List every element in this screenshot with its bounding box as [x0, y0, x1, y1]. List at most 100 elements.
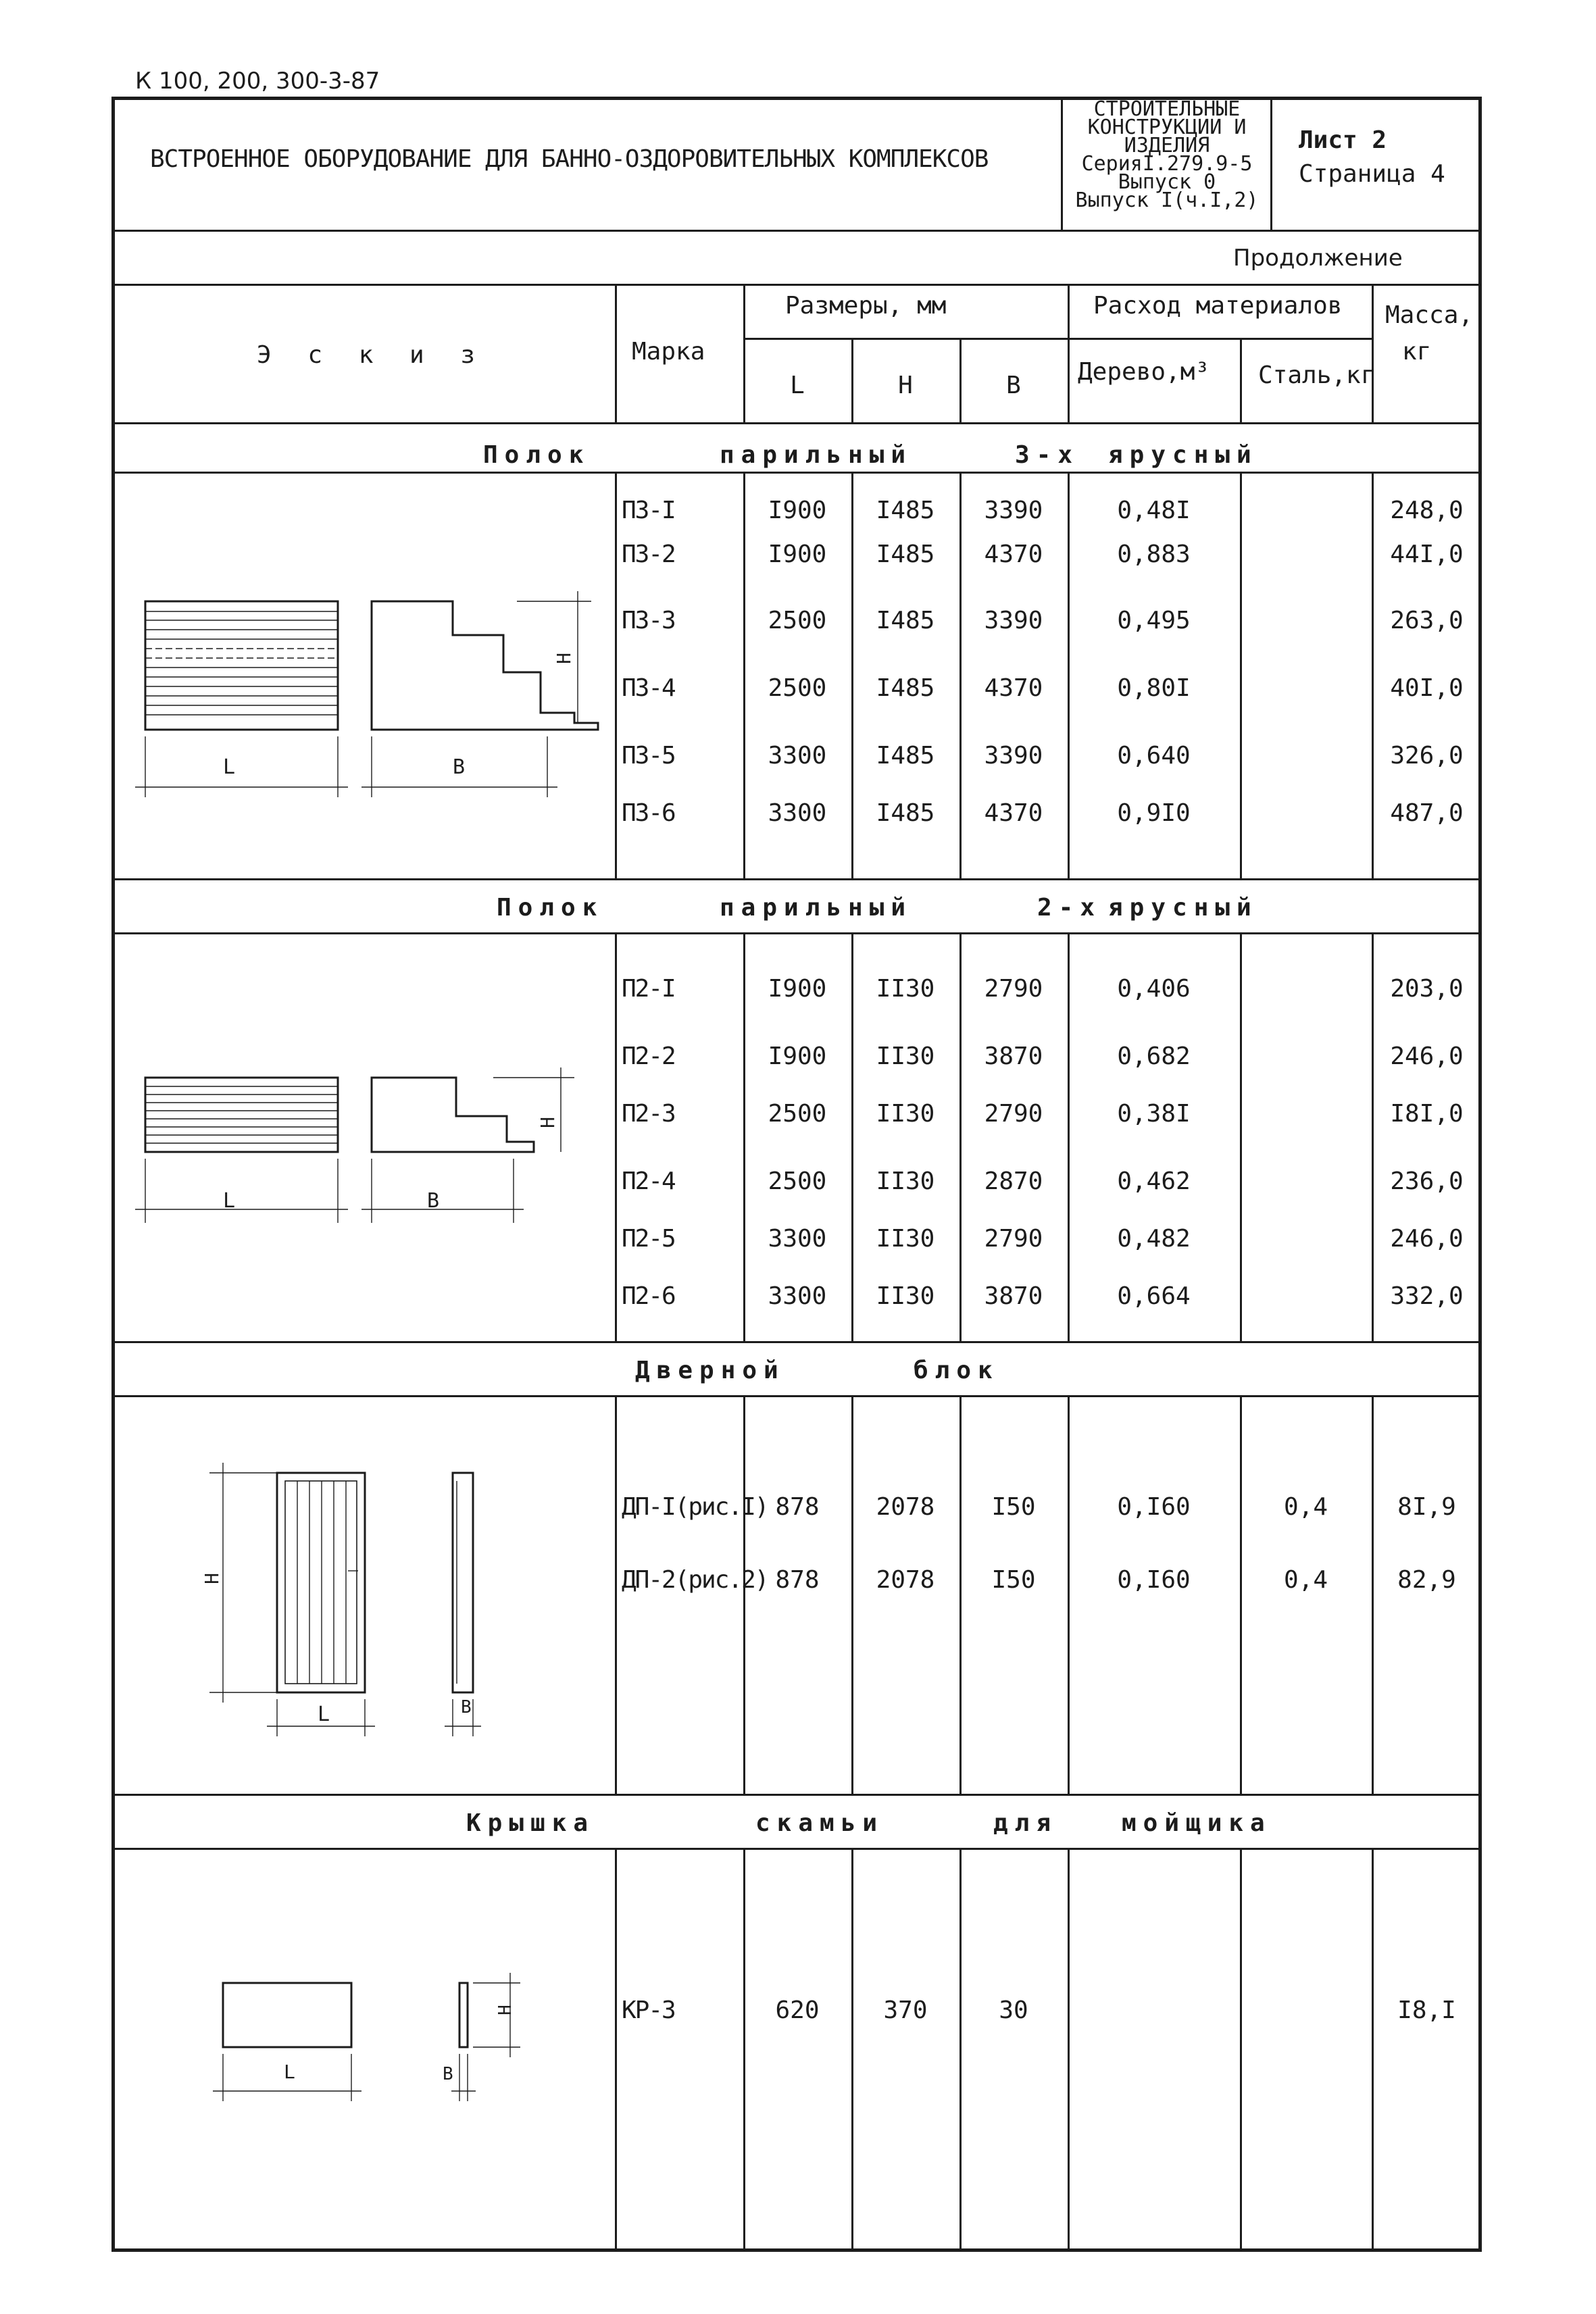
- section-2-row-3-L: 2500: [768, 1100, 827, 1128]
- section-2-row-6-B: 3870: [984, 1282, 1043, 1310]
- section-3-sketch-label-L: L: [318, 1703, 330, 1726]
- section-1-col-line-4: [1068, 472, 1070, 878]
- section-2-row-4-B: 2870: [984, 1167, 1043, 1195]
- section-2-row-6-H: II30: [876, 1282, 935, 1310]
- section-1-sketch: [135, 591, 599, 797]
- section-1-row-6-H: I485: [876, 799, 935, 827]
- section-2-row-4-L: 2500: [768, 1167, 827, 1195]
- section-4-col-line-3: [959, 1848, 962, 2252]
- section-3-top-line: [111, 1341, 1482, 1343]
- section-2-row-3-mark: П2-3: [622, 1100, 676, 1128]
- section-3-col-line-2: [851, 1395, 853, 1794]
- section-2-sketch-label-B: B: [427, 1189, 440, 1213]
- header-L: L: [790, 372, 805, 399]
- header-steel: Сталь,кг: [1258, 361, 1376, 389]
- section-2-row-3-H: II30: [876, 1100, 935, 1128]
- section-2-col-line-0: [615, 932, 617, 1341]
- section-2-row-6-L: 3300: [768, 1282, 827, 1310]
- section-1-title-word-3: 3-х: [1015, 441, 1080, 469]
- section-2-row-1-mass: 203,0: [1390, 975, 1464, 1003]
- section-3-row-1-H: 2078: [876, 1493, 935, 1521]
- section-4-sketch-label-L: L: [284, 2061, 295, 2083]
- section-1-col-line-6: [1372, 472, 1374, 878]
- section-4-row-1-mass: I8,I: [1397, 1996, 1456, 2024]
- section-2-row-2-mass: 246,0: [1390, 1042, 1464, 1070]
- section-2-title-word-1: Полок: [497, 894, 604, 922]
- section-2-sketch: [135, 1067, 574, 1223]
- section-1-row-5-mark: П3-5: [622, 742, 676, 770]
- section-4-top-line: [111, 1794, 1482, 1796]
- section-1-row-6-L: 3300: [768, 799, 827, 827]
- section-1-title-bottom-line: [111, 472, 1482, 474]
- document-title: ВСТРОЕННОЕ ОБОРУДОВАНИЕ ДЛЯ БАННО-ОЗДОРО…: [150, 145, 989, 173]
- header-materials: Расход материалов: [1093, 292, 1343, 320]
- section-3-sketch-label-H: H: [200, 1573, 223, 1584]
- section-1-title-word-4: ярусный: [1108, 441, 1258, 469]
- header-mass-unit: кг: [1402, 338, 1432, 366]
- title-block-bottom-line: [111, 230, 1482, 232]
- section-2-row-5-mass: 246,0: [1390, 1225, 1464, 1253]
- section-1-row-2-wood: 0,883: [1117, 540, 1191, 568]
- section-1-row-1-mass: 248,0: [1390, 497, 1464, 524]
- section-4-col-line-5: [1240, 1848, 1242, 2252]
- sheet-number: Лист 2: [1299, 126, 1387, 154]
- section-2-row-2-H: II30: [876, 1042, 935, 1070]
- section-1-row-3-B: 3390: [984, 607, 1043, 634]
- section-4-col-line-0: [615, 1848, 617, 2252]
- header-sub-line: [743, 338, 1372, 340]
- section-1-row-3-mark: П3-3: [622, 607, 676, 634]
- section-1-col-line-5: [1240, 472, 1242, 878]
- section-3-title-bottom-line: [111, 1395, 1482, 1397]
- section-1-row-2-L: I900: [768, 540, 827, 568]
- section-2-sketch-label-H: H: [536, 1117, 559, 1128]
- header-sizes: Размеры, мм: [785, 292, 947, 320]
- section-2-row-6-wood: 0,664: [1117, 1282, 1191, 1310]
- section-1-row-4-H: I485: [876, 674, 935, 702]
- section-1-sketch-label-L: L: [223, 755, 236, 779]
- section-2-title-bottom-line: [111, 932, 1482, 934]
- section-1-title-word-1: Полок: [483, 441, 591, 469]
- drawing-frame: [111, 97, 1482, 2252]
- continuation-label: Продолжение: [1233, 245, 1403, 272]
- section-3-row-1-steel: 0,4: [1283, 1493, 1328, 1521]
- section-1-sketch-label-H: H: [552, 653, 575, 664]
- section-1-row-4-mark: П3-4: [622, 674, 676, 702]
- series-line-5: Выпуск 0: [1118, 170, 1216, 194]
- section-1-row-5-L: 3300: [768, 742, 827, 770]
- section-3-col-line-1: [743, 1395, 745, 1794]
- section-2-title-word-3: 2-х: [1037, 894, 1102, 922]
- section-2-col-line-3: [959, 932, 962, 1341]
- series-line-6: Выпуск I(ч.I,2): [1075, 188, 1259, 212]
- section-1-row-3-H: I485: [876, 607, 935, 634]
- section-4-title-word-4: мойщика: [1122, 1809, 1272, 1837]
- section-3-row-2-mark: ДП-2(рис.2): [622, 1566, 769, 1594]
- header-bottom-line: [111, 422, 1482, 424]
- section-1-row-6-mark: П3-6: [622, 799, 676, 827]
- section-4-row-1-H: 370: [883, 1996, 928, 2024]
- section-4-title-bottom-line: [111, 1848, 1482, 1850]
- section-1-sketch-label-B: B: [453, 755, 466, 779]
- header-wood: Дерево,м³: [1078, 358, 1210, 386]
- section-2-row-1-H: II30: [876, 975, 935, 1003]
- section-2-row-1-wood: 0,406: [1117, 975, 1191, 1003]
- section-1-col-line-0: [615, 472, 617, 878]
- sheet-block: Лист 2 Страница 4: [1299, 124, 1445, 191]
- section-3-title-word-2: блок: [914, 1357, 999, 1384]
- section-1-row-6-mass: 487,0: [1390, 799, 1464, 827]
- section-1-row-3-L: 2500: [768, 607, 827, 634]
- title-block-divider-1: [1061, 97, 1063, 230]
- section-2-row-2-wood: 0,682: [1117, 1042, 1191, 1070]
- section-1-col-line-3: [959, 472, 962, 878]
- series-line-3: ИЗДЕЛИЯ: [1124, 134, 1210, 157]
- section-2-col-line-1: [743, 932, 745, 1341]
- section-1-row-5-B: 3390: [984, 742, 1043, 770]
- header-col-line-materials: [1068, 284, 1070, 422]
- section-3-row-1-mark: ДП-I(рис.I): [622, 1493, 769, 1521]
- section-1-row-5-mass: 326,0: [1390, 742, 1464, 770]
- section-1-row-5-H: I485: [876, 742, 935, 770]
- header-col-line-H: [851, 338, 853, 422]
- section-2-top-line: [111, 878, 1482, 880]
- section-4-col-line-1: [743, 1848, 745, 2252]
- section-3-row-1-wood: 0,I60: [1117, 1493, 1191, 1521]
- section-2-row-4-wood: 0,462: [1117, 1167, 1191, 1195]
